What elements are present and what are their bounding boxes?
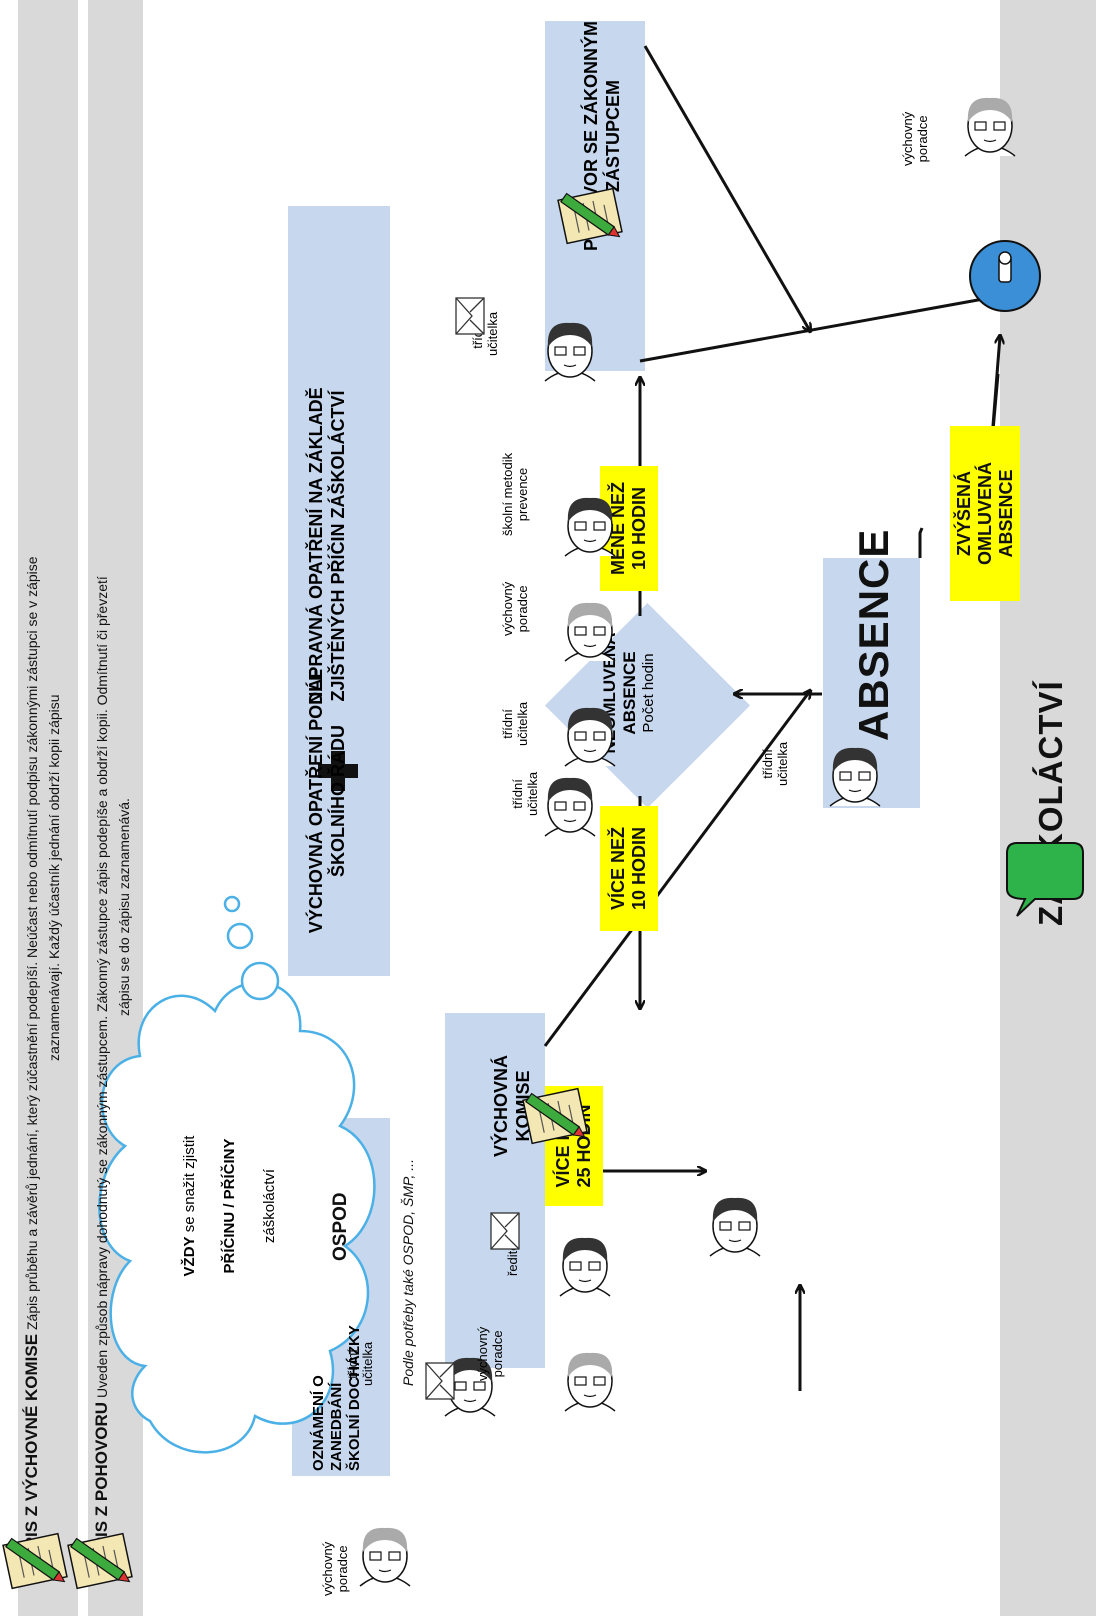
- person-icon: [444, 1357, 496, 1417]
- exclamation-icon: [969, 240, 1041, 312]
- document-pen-icon: [2, 1532, 68, 1590]
- person-icon: [559, 1237, 611, 1297]
- arrow-komise-to-opatreni: [543, 691, 810, 1047]
- thought-cloud: [98, 895, 376, 1454]
- envelope-icon: [455, 297, 485, 335]
- arrow-pohovor-to-opatreni: [643, 45, 810, 331]
- arrow-pohovor-to-info: [639, 296, 1000, 363]
- document-pen-icon: [522, 1087, 588, 1145]
- question-icon: [1006, 842, 1084, 917]
- envelope-icon: [490, 1212, 520, 1250]
- person-icon: [709, 1197, 761, 1257]
- person-icon: [964, 97, 1016, 157]
- plus-icon: [318, 751, 358, 791]
- person-icon: [564, 707, 616, 767]
- person-icon: [564, 602, 616, 662]
- person-icon: [544, 322, 596, 382]
- person-icon: [544, 777, 596, 837]
- document-pen-icon: [557, 187, 623, 245]
- person-icon: [564, 497, 616, 557]
- envelope-icon: [425, 1362, 455, 1400]
- document-pen-icon: [67, 1532, 133, 1590]
- person-icon: [829, 747, 881, 807]
- person-icon: [359, 1527, 411, 1587]
- person-icon: [564, 1352, 616, 1412]
- line-absence-to-label: [918, 527, 924, 558]
